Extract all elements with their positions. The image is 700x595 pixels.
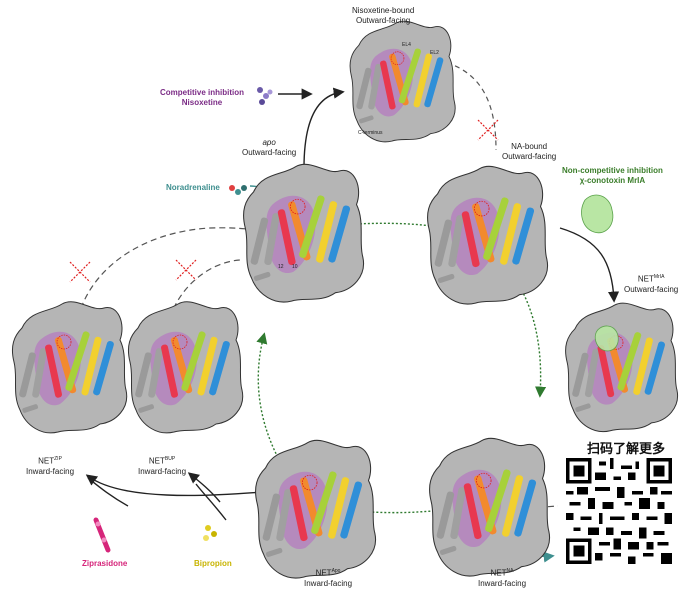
protein-net-apo <box>255 439 377 579</box>
bupropion-molecule-icon <box>203 525 217 541</box>
label-el4: EL4 <box>402 42 411 48</box>
block-mark-left <box>69 261 91 283</box>
label-el2: EL2 <box>430 50 439 56</box>
protein-na-bound <box>427 165 549 305</box>
nisoxetine-molecule-icon <box>257 87 273 105</box>
label-tm12: 12 <box>278 264 284 270</box>
label-cterm: C-terminus <box>358 130 383 136</box>
qr-title: 扫码了解更多 <box>586 442 665 457</box>
block-mark-mid <box>175 259 197 281</box>
protein-net-bup <box>127 301 244 434</box>
conotoxin-molecule-icon <box>581 194 614 234</box>
protein-net-mria <box>565 302 679 433</box>
qr-code-icon[interactable] <box>566 458 672 564</box>
protein-apo <box>243 163 365 303</box>
conotoxin-bound-icon <box>594 325 619 352</box>
label-ziprasidone: Ziprasidone <box>82 559 128 568</box>
label-tm10: 10 <box>292 264 298 270</box>
qr-panel[interactable]: 扫码了解更多 <box>558 436 694 570</box>
ziprasidone-molecule-icon <box>93 517 111 553</box>
label-bupropion: Bipropion <box>194 559 232 568</box>
protein-net-zip <box>11 301 128 434</box>
protein-net-na <box>429 437 551 577</box>
block-mark-top <box>477 119 499 141</box>
label-noradrenaline: Noradrenaline <box>166 183 220 192</box>
noradrenaline-molecule-icon <box>229 185 247 195</box>
